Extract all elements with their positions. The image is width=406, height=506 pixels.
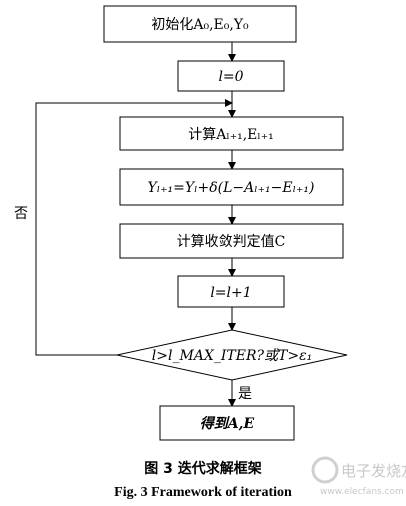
caption-en: Fig. 3 Framework of iteration [114, 485, 292, 500]
compute-c-label: 计算收敛判定值C [177, 234, 286, 250]
compute-ae-label: 计算Aₗ₊₁,Eₗ₊₁ [188, 127, 274, 143]
compute-c-box [119, 223, 344, 259]
no-label: 否 [14, 206, 28, 222]
watermark-logo-icon [311, 456, 339, 484]
compute-ae-box [119, 116, 344, 151]
set-l-box [177, 60, 285, 92]
watermark-text: 电子发烧友 [341, 462, 406, 480]
caption-cn: 图 3 迭代求解框架 [144, 460, 262, 477]
init-label: 初始化A₀,E₀,Y₀ [151, 16, 249, 33]
init-box [103, 5, 297, 43]
yes-label: 是 [238, 386, 252, 402]
watermark-url: www.elecfans.com [320, 487, 404, 497]
decision-label: l>l_MAX_ITER?或T>ε₁ [152, 348, 312, 364]
output-label: 得到A,E [200, 415, 255, 432]
watermark: 电子发烧友 www.elecfans.com [311, 456, 406, 497]
set-l-label: l=0 [218, 69, 243, 85]
update-y-label: Yₗ₊₁=Yₗ+δ(L−Aₗ₊₁−Eₗ₊₁) [148, 180, 315, 196]
output-box [159, 405, 295, 441]
increment-box [177, 275, 285, 308]
loop-back-line [35, 99, 233, 356]
increment-label: l=l+1 [210, 285, 251, 301]
